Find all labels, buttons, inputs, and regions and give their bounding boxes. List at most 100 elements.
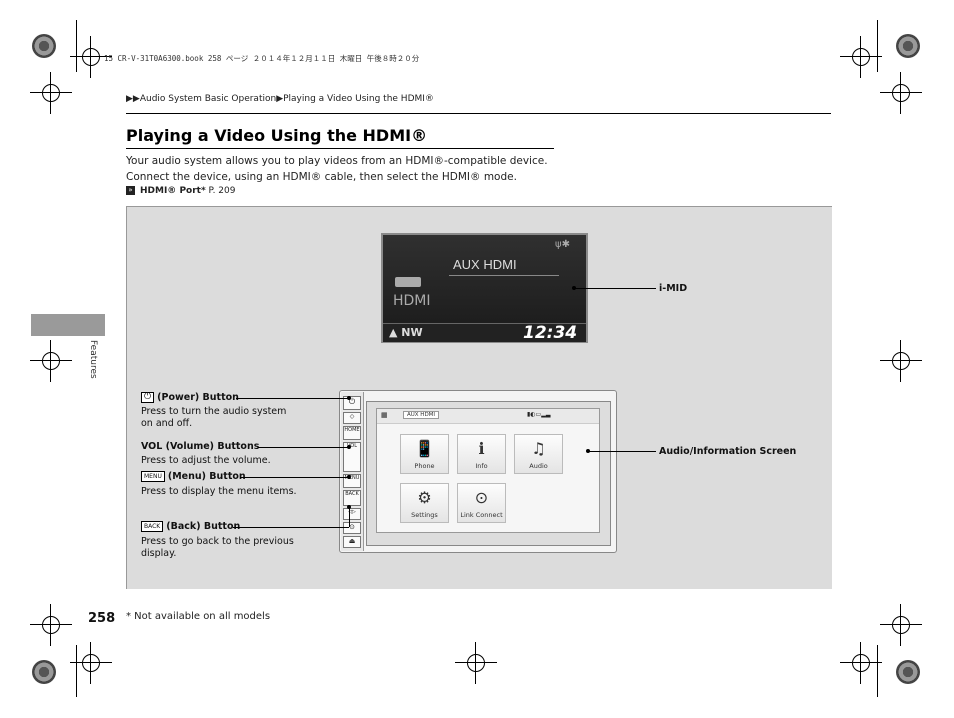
imid-display: ψ✱ AUX HDMI HDMI ▲ NW 12:34 [381, 233, 588, 343]
tile-audio[interactable]: ♫ Audio [514, 434, 563, 474]
leader-dot [586, 449, 590, 453]
callout-back-desc-1: Press to go back to the previous [141, 536, 294, 547]
crosshair-mark [70, 36, 112, 78]
leader-line-back [233, 527, 349, 528]
page-number: 258 [88, 611, 116, 626]
menu-key-icon: MENU [141, 471, 165, 482]
xref-arrow-icon: » [126, 186, 135, 195]
xref-page: P. 209 [208, 186, 236, 196]
crosshair-mark [30, 340, 72, 382]
crop-mark [76, 20, 77, 72]
tile-settings[interactable]: ⚙Settings [400, 483, 449, 523]
leader-line-screen [588, 451, 656, 452]
imid-compass-text: NW [401, 326, 423, 339]
screen-top-bar: ▦ AUX HDMI ▮◐▭▂▃ [377, 409, 599, 424]
callout-screen: Audio/Information Screen [659, 446, 796, 457]
back-key-icon: BACK [141, 521, 164, 532]
vol-button[interactable]: VOL [343, 442, 361, 472]
audio-head-unit: ⏻ ◇ HOME VOL MENU BACK ◁▷ ⊙ ⏏ ▦ AUX HDMI… [339, 390, 617, 553]
leader-dot [572, 286, 576, 290]
crosshair-mark [455, 642, 497, 684]
crop-mark [877, 20, 878, 72]
breadcrumb-section: Audio System Basic Operation [139, 94, 277, 104]
callout-menu-title: (Menu) Button [167, 471, 246, 482]
link-icon: ⊙ [474, 488, 489, 507]
callout-back-desc-2: display. [141, 548, 177, 559]
breadcrumb: ▶▶Audio System Basic Operation▶Playing a… [126, 94, 434, 104]
tile-label: Info [475, 462, 488, 470]
imid-source: AUX HDMI [453, 257, 517, 272]
leader-line-vol [258, 447, 349, 448]
imid-rule [449, 275, 559, 276]
tile-phone[interactable]: 📱 Phone [400, 434, 449, 474]
callout-menu-desc: Press to display the menu items. [141, 486, 297, 497]
crosshair-mark [840, 36, 882, 78]
leader-dot [347, 475, 351, 479]
back-button[interactable]: BACK [343, 490, 361, 506]
callout-vol-title-text: VOL (Volume) Buttons [141, 441, 260, 452]
callout-power-desc-2: on and off. [141, 418, 193, 429]
page-title: Playing a Video Using the HDMI® [126, 126, 428, 145]
tune-knob[interactable]: ⊙ [343, 522, 361, 534]
tile-label: Link Connect [460, 511, 503, 519]
intro-line-2: Connect the device, using an HDMI® cable… [126, 171, 517, 183]
crosshair-mark [880, 72, 922, 114]
tile-label: Phone [414, 462, 435, 470]
unit-button[interactable]: ◇ [343, 412, 361, 424]
leader-dot [347, 445, 351, 449]
imid-status-bar [383, 323, 586, 342]
leader-dot [347, 505, 351, 509]
screen-source-tab[interactable]: AUX HDMI [403, 411, 440, 419]
crosshair-mark [880, 340, 922, 382]
callout-vol-desc: Press to adjust the volume. [141, 455, 271, 466]
callout-menu: MENU (Menu) Button [141, 471, 246, 482]
callout-back: BACK (Back) Button [141, 521, 240, 532]
grid-icon[interactable]: ▦ [381, 411, 388, 419]
power-icon: ⏻ [141, 392, 155, 403]
callout-power: ⏻ (Power) Button [141, 392, 239, 403]
crosshair-mark [30, 604, 72, 646]
leader-line-back-vertical [349, 507, 350, 527]
tile-link-connect[interactable]: ⊙ Link Connect [457, 483, 506, 523]
crosshair-mark [70, 642, 112, 684]
eject-button[interactable]: ⏏ [343, 536, 361, 548]
callout-screen-label: Audio/Information Screen [659, 446, 797, 457]
callout-imid-label: i-MID [659, 283, 688, 294]
phone-icon: 📱 [414, 439, 435, 458]
leader-line-menu [240, 477, 349, 478]
skip-button[interactable]: ◁▷ [343, 508, 361, 520]
crosshair-mark [840, 642, 882, 684]
tile-label: Audio [529, 462, 548, 470]
callout-power-desc-1: Press to turn the audio system [141, 406, 287, 417]
registration-wheel-top-right [896, 34, 920, 58]
leader-dot [347, 396, 351, 400]
registration-wheel-top-left [32, 34, 56, 58]
crosshair-mark [30, 72, 72, 114]
breadcrumb-page: Playing a Video Using the HDMI® [283, 94, 434, 104]
breadcrumb-arrows: ▶▶ [126, 94, 140, 104]
xref-link[interactable]: HDMI® Port* P. 209 [140, 186, 235, 196]
registration-wheel-bottom-left [32, 660, 56, 684]
crop-mark [76, 645, 77, 697]
info-icon: ℹ [478, 439, 485, 458]
crop-mark [877, 645, 878, 697]
title-rule [126, 148, 554, 149]
leader-line-imid [574, 288, 656, 289]
xref-label: HDMI® Port* [140, 186, 206, 196]
callout-power-title: (Power) Button [157, 392, 239, 403]
callout-imid: i-MID [659, 283, 687, 294]
imid-compass: ▲ NW [389, 326, 423, 339]
status-icons: ▮◐▭▂▃ [527, 411, 551, 418]
callout-back-title: (Back) Button [166, 521, 241, 532]
callout-vol-title: VOL (Volume) Buttons [141, 441, 259, 452]
home-button[interactable]: HOME [343, 426, 361, 440]
print-header: 15 CR-V-31T0A6300.book 258 ページ ２０１４年１２月１… [104, 54, 420, 63]
intro-line-1: Your audio system allows you to play vid… [126, 155, 548, 167]
footnote: * Not available on all models [126, 611, 271, 622]
hdmi-cable-icon [395, 277, 421, 287]
music-note-icon: ♫ [531, 439, 546, 458]
imid-mode: HDMI [393, 293, 431, 309]
imid-clock: 12:34 [523, 323, 578, 343]
